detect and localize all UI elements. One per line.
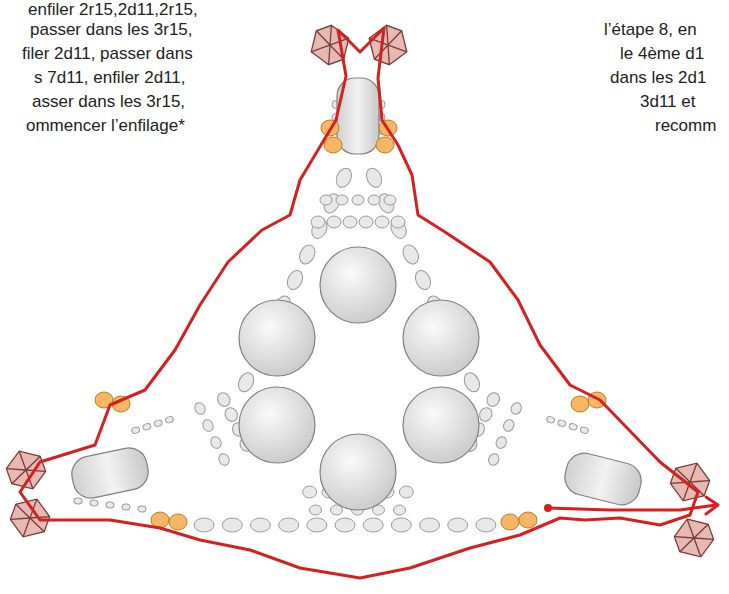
seed-bead — [235, 370, 256, 394]
instruction-text: recomm — [655, 116, 716, 136]
seed-bead — [193, 401, 207, 416]
seed-bead — [546, 416, 555, 424]
seed-bead — [388, 217, 409, 241]
instruction-text: le 4ème d1 — [620, 44, 704, 64]
seed-bead — [131, 426, 140, 434]
seed-beads — [74, 101, 589, 533]
seed-bead — [399, 486, 413, 498]
seed-bead — [106, 502, 115, 509]
seed-bead — [336, 195, 348, 205]
pearls — [239, 247, 479, 510]
instruction-text: l’étape 8, en — [604, 20, 697, 40]
seed-bead — [194, 518, 214, 532]
instruction-text: enfiler 2r15,2d11,2r15, — [28, 0, 198, 20]
seed-bead — [391, 518, 411, 532]
seed-bead — [165, 416, 174, 424]
seed-bead — [580, 426, 589, 434]
seed-bead — [138, 506, 147, 513]
seed-bead — [568, 423, 577, 431]
seed-bead — [487, 452, 501, 467]
instruction-text: dans les 2d1 — [610, 68, 706, 88]
seed-bead — [320, 195, 332, 205]
seed-bead — [209, 435, 223, 450]
seed-bead — [284, 268, 305, 292]
seed-bead — [223, 406, 240, 424]
seed-bead — [448, 518, 468, 532]
instruction-text: s 7d11, enfiler 2d11, — [34, 68, 186, 88]
seed-bead — [384, 195, 396, 205]
seed-bead — [420, 518, 440, 532]
seed-bead — [297, 242, 318, 266]
seed-bead — [215, 391, 232, 409]
seed-bead — [327, 216, 341, 228]
seed-bead — [201, 418, 215, 433]
seed-bead — [461, 370, 482, 394]
seed-bead — [502, 418, 516, 433]
seed-bead — [90, 500, 99, 507]
instruction-text: 3d11 et — [640, 92, 695, 112]
seed-bead — [352, 195, 364, 205]
seed-bead — [363, 518, 383, 532]
seed-bead — [412, 268, 433, 292]
seed-bead — [303, 486, 317, 498]
seed-bead — [557, 419, 566, 427]
seed-bead — [343, 216, 357, 228]
seed-bead — [494, 435, 508, 450]
thread-path — [20, 28, 718, 578]
seed-bead — [333, 166, 354, 190]
seed-bead — [394, 505, 406, 515]
seed-bead — [222, 518, 242, 532]
seed-bead — [391, 216, 405, 228]
seed-bead — [217, 452, 231, 467]
thread-start — [544, 504, 552, 512]
seed-bead — [359, 216, 373, 228]
seed-bead — [122, 504, 131, 511]
instruction-text: asser dans les 3r15, — [32, 92, 185, 112]
seed-bead — [250, 518, 270, 532]
seed-bead — [485, 391, 502, 409]
seed-bead — [74, 498, 83, 505]
instruction-text: passer dans les 3r15, — [30, 20, 193, 40]
seed-bead — [335, 518, 355, 532]
bicone-crystals — [2, 21, 718, 563]
seed-bead — [311, 216, 325, 228]
seed-bead — [375, 216, 389, 228]
seed-bead — [476, 518, 496, 532]
seed-bead — [363, 166, 384, 190]
seed-bead — [153, 419, 162, 427]
rulla-beads — [68, 78, 644, 509]
seed-bead — [509, 401, 523, 416]
instruction-text: ommencer l’enfilage* — [26, 116, 185, 136]
seed-bead — [310, 505, 322, 515]
seed-bead — [477, 406, 494, 424]
seed-bead — [142, 423, 151, 431]
seed-bead — [307, 518, 327, 532]
instruction-text: filer 2d11, passer dans — [22, 44, 193, 64]
seed-bead — [400, 242, 421, 266]
seed-bead — [368, 195, 380, 205]
seed-bead — [279, 518, 299, 532]
